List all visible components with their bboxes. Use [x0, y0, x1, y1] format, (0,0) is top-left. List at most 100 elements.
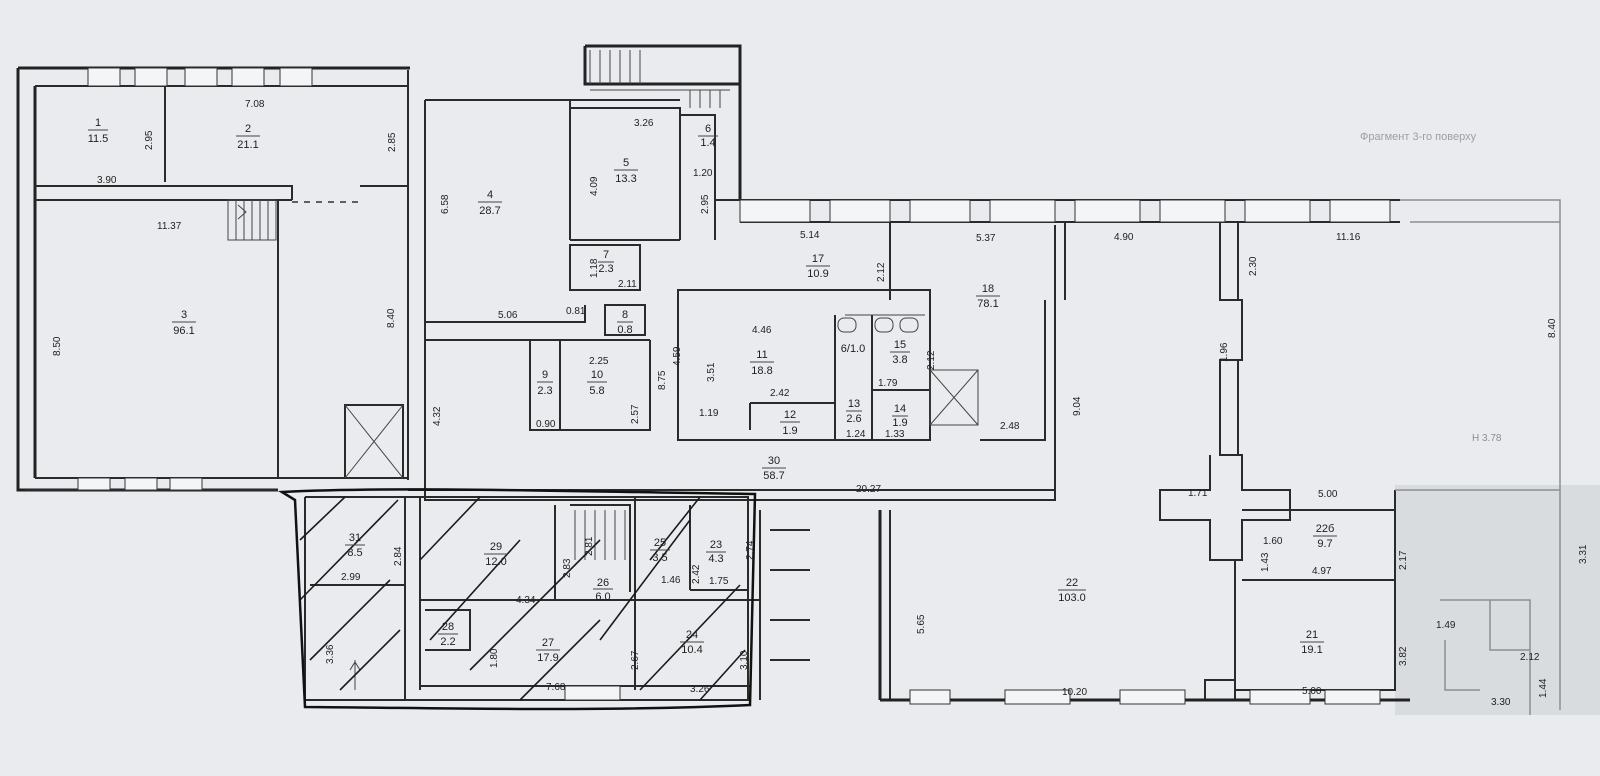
svg-text:78.1: 78.1 [977, 298, 998, 310]
svg-text:7.68: 7.68 [546, 682, 566, 693]
svg-text:5.14: 5.14 [800, 230, 820, 241]
fragment-note: Фрагмент 3-го поверху [1360, 131, 1477, 143]
svg-text:5.8: 5.8 [589, 385, 604, 397]
svg-text:4.34: 4.34 [516, 595, 536, 606]
svg-text:12.0: 12.0 [485, 556, 506, 568]
svg-text:3.5: 3.5 [652, 552, 667, 564]
svg-text:3.36: 3.36 [325, 644, 336, 664]
room-15-label: 153.8 [890, 339, 910, 366]
room-2-label: 221.1 [236, 123, 260, 151]
svg-text:22б: 22б [1316, 523, 1335, 535]
svg-text:2.25: 2.25 [589, 356, 609, 367]
svg-text:26: 26 [597, 577, 609, 589]
room-26-label: 266.0 [593, 577, 613, 603]
svg-text:6.0: 6.0 [595, 591, 610, 603]
svg-text:21: 21 [1306, 629, 1318, 641]
svg-text:2.2: 2.2 [440, 636, 455, 648]
svg-text:3.26: 3.26 [634, 118, 654, 129]
svg-text:8.50: 8.50 [52, 336, 63, 356]
svg-text:5.00: 5.00 [1318, 489, 1338, 500]
shaft-x-2 [929, 369, 979, 426]
svg-text:11: 11 [756, 349, 767, 361]
svg-text:103.0: 103.0 [1058, 592, 1086, 604]
svg-text:3.31: 3.31 [1578, 544, 1589, 564]
room-11-label: 11 18.8 [750, 349, 774, 377]
hatching [299, 496, 746, 701]
svg-text:9.7: 9.7 [1317, 538, 1332, 550]
svg-text:4.59: 4.59 [672, 346, 683, 366]
room-1-label: 111.5 [88, 117, 109, 145]
svg-text:2.67: 2.67 [630, 650, 641, 670]
svg-text:5.00: 5.00 [1302, 686, 1322, 697]
dimension-labels: 7.08 2.95 2.85 3.90 11.37 8.50 8.40 6.58… [52, 99, 1589, 708]
svg-text:3.90: 3.90 [97, 175, 117, 186]
room-9-label: 92.3 [537, 369, 553, 397]
room-labels: 111.5 221.1 396.1 428.7 513.3 61.4 72.3 … [88, 117, 1337, 664]
svg-text:28: 28 [442, 621, 454, 633]
svg-text:1.24: 1.24 [846, 429, 866, 440]
svg-text:2.83: 2.83 [562, 558, 573, 578]
east-block-walls [759, 199, 1561, 715]
room-3-label: 396.1 [172, 309, 196, 337]
svg-text:30: 30 [768, 455, 780, 467]
room-31-label: 318.5 [345, 532, 365, 559]
svg-text:1.19: 1.19 [699, 408, 719, 419]
svg-text:5: 5 [623, 157, 629, 169]
svg-text:2.6: 2.6 [846, 413, 861, 425]
room-7-label: 72.3 [598, 249, 614, 275]
svg-text:10.20: 10.20 [1062, 687, 1087, 698]
svg-text:22: 22 [1066, 577, 1078, 589]
svg-text:2.12: 2.12 [876, 262, 887, 282]
svg-text:4.3: 4.3 [708, 553, 723, 565]
svg-text:15: 15 [894, 339, 906, 351]
svg-text:1.79: 1.79 [878, 378, 898, 389]
room-13-label: 132.6 [846, 398, 862, 425]
svg-text:23: 23 [710, 539, 722, 551]
svg-text:17.9: 17.9 [537, 652, 558, 664]
svg-text:6/1.0: 6/1.0 [841, 343, 865, 355]
svg-text:3.8: 3.8 [892, 354, 907, 366]
room-21-label: 21 19.1 [1300, 629, 1324, 656]
svg-text:11.37: 11.37 [157, 221, 182, 232]
west-windows [77, 67, 313, 491]
svg-text:14: 14 [894, 403, 906, 415]
svg-text:2.11: 2.11 [618, 279, 637, 290]
svg-text:1.46: 1.46 [661, 575, 681, 586]
room-6-label: 61.4 [698, 123, 718, 149]
svg-text:1.49: 1.49 [1436, 620, 1456, 631]
svg-text:9: 9 [542, 369, 548, 381]
level-mark: Н 3.78 [1472, 433, 1502, 444]
svg-text:12: 12 [784, 409, 796, 421]
east-windows [909, 689, 1381, 705]
svg-text:19.1: 19.1 [1301, 644, 1322, 656]
svg-text:4.46: 4.46 [752, 325, 772, 336]
svg-text:10: 10 [591, 369, 603, 381]
svg-text:2: 2 [245, 123, 251, 135]
svg-text:1.75: 1.75 [709, 576, 729, 587]
svg-text:17: 17 [812, 253, 824, 265]
svg-text:2.81: 2.81 [584, 536, 595, 556]
svg-text:0.8: 0.8 [617, 324, 632, 336]
svg-text:3.51: 3.51 [706, 362, 717, 382]
svg-text:18.8: 18.8 [751, 365, 772, 377]
svg-text:11.5: 11.5 [88, 133, 109, 145]
svg-text:28.7: 28.7 [479, 205, 500, 217]
svg-text:13.3: 13.3 [615, 173, 636, 185]
svg-text:31: 31 [349, 532, 361, 544]
room-12-label: 121.9 [780, 409, 800, 437]
svg-text:27: 27 [542, 637, 554, 649]
svg-text:1.80: 1.80 [489, 648, 500, 668]
svg-text:11.16: 11.16 [1336, 232, 1361, 243]
svg-text:3.82: 3.82 [1398, 646, 1409, 666]
room-14-label: 141.9 [892, 403, 908, 429]
svg-text:2.42: 2.42 [770, 388, 790, 399]
room-22-label: 22 103.0 [1058, 577, 1086, 604]
svg-text:5.06: 5.06 [498, 310, 518, 321]
svg-text:1.9: 1.9 [782, 425, 797, 437]
corridor-windows [739, 199, 1391, 223]
